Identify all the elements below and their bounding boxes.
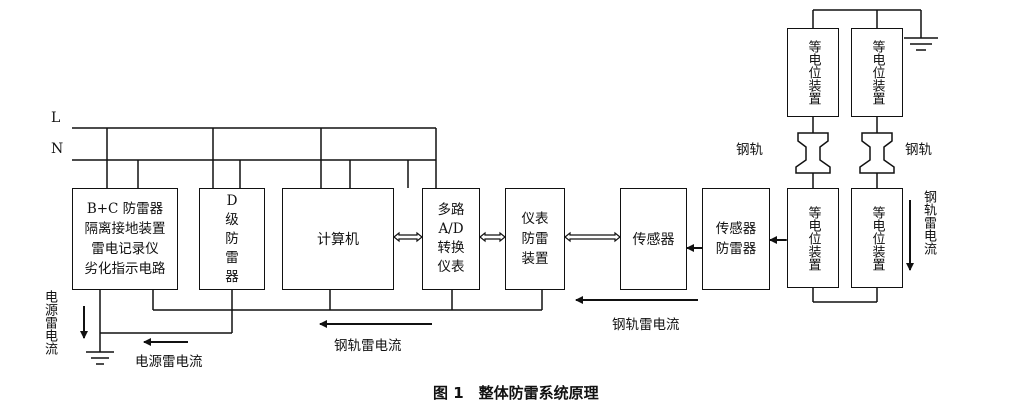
eq-bot-right-label: 等电位装置 <box>869 205 885 271</box>
ad-line-2: A/D <box>438 221 464 237</box>
rail-shape-right <box>859 132 895 174</box>
rail-shape-left <box>795 132 831 174</box>
rail-label-left: 钢轨 <box>736 142 763 158</box>
bc-line-4: 劣化指示电路 <box>84 261 166 277</box>
computer-label: 计算机 <box>317 232 359 248</box>
d-line-4: 雷 <box>225 249 239 266</box>
eq-bot-left-label: 等电位装置 <box>805 205 821 271</box>
d-line-1: D <box>226 192 238 209</box>
equipotential-top-right: 等电位装置 <box>851 28 903 117</box>
instrument-protection-box: 仪表 防雷 装置 <box>505 188 565 290</box>
rail-label-right: 钢轨 <box>905 142 932 158</box>
label-L: L <box>51 110 61 126</box>
d-line-2: 级 <box>225 211 239 228</box>
instr-line-2: 防雷 <box>521 231 549 247</box>
ad-line-1: 多路 <box>437 202 465 218</box>
computer-box: 计算机 <box>282 188 394 290</box>
ad-line-4: 仪表 <box>437 259 465 275</box>
sensor-protector-box: 传感器 防雷器 <box>702 188 770 290</box>
bc-protector-box: B+C 防雷器 隔离接地装置 雷电记录仪 劣化指示电路 <box>72 188 178 290</box>
figure-caption: 图 1 整体防雷系统原理 <box>433 384 599 402</box>
rail-current-label-bottom-right: 钢轨雷电流 <box>612 317 680 333</box>
power-current-label-bottom: 电源雷电流 <box>135 354 203 370</box>
instr-line-3: 装置 <box>521 251 549 267</box>
d-protector-box: D 级 防 雷 器 <box>199 188 265 290</box>
equipotential-bottom-right: 等电位装置 <box>851 188 903 288</box>
sensor-prot-line-1: 传感器 <box>715 221 757 237</box>
rail-current-label-bottom-mid: 钢轨雷电流 <box>334 338 402 354</box>
sensor-label: 传感器 <box>632 232 675 248</box>
eq-top-left-label: 等电位装置 <box>805 40 821 105</box>
d-line-5: 器 <box>225 268 239 285</box>
sensor-prot-line-2: 防雷器 <box>715 241 757 257</box>
eq-top-right-label: 等电位装置 <box>869 40 885 105</box>
ad-line-3: 转换 <box>437 240 465 256</box>
ad-converter-box: 多路 A/D 转换 仪表 <box>422 188 480 290</box>
bc-line-1: B+C 防雷器 <box>86 201 164 217</box>
bc-line-2: 隔离接地装置 <box>84 221 166 237</box>
sensor-box: 传感器 <box>620 188 687 290</box>
d-line-3: 防 <box>225 230 239 247</box>
bc-line-3: 雷电记录仪 <box>91 241 159 257</box>
rail-current-label-right: 钢轨雷电流 <box>921 190 936 255</box>
power-current-label-side: 电源雷电流 <box>42 290 57 355</box>
equipotential-top-left: 等电位装置 <box>787 28 839 117</box>
label-N: N <box>51 141 64 157</box>
equipotential-bottom-left: 等电位装置 <box>787 188 839 288</box>
instr-line-1: 仪表 <box>521 211 549 227</box>
